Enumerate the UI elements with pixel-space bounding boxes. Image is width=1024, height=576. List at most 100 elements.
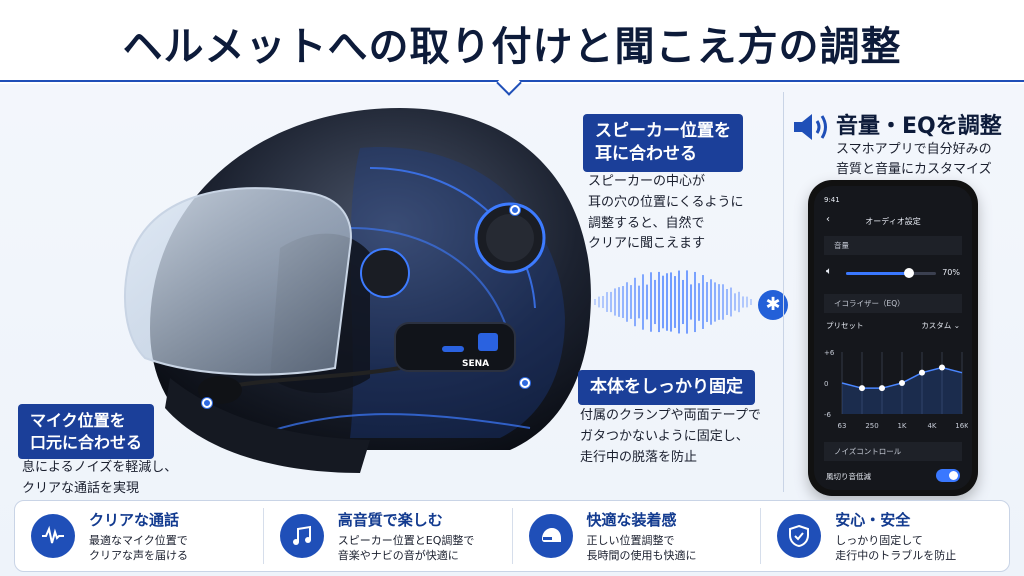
- speaker-callout-text: スピーカーの中心が 耳の穴の位置にくるように 調整すると、自然で クリアに聞こえ…: [588, 172, 743, 255]
- volume-slider-fill: [846, 272, 909, 275]
- phone-time: 9:41: [824, 196, 840, 204]
- feature-desc: スピーカー位置とEQ調整で 音楽やナビの音が快適に: [338, 533, 475, 564]
- wave-bar: [682, 279, 684, 325]
- wave-bar: [674, 276, 676, 328]
- eq-band-handle[interactable]: [939, 364, 945, 371]
- wave-bar: [698, 283, 700, 321]
- wave-bar: [722, 284, 724, 320]
- wave-bar: [662, 275, 664, 329]
- eq-y-label: -6: [824, 411, 832, 419]
- feature-desc: 正しい位置調整で 長時間の使用も快適に: [587, 533, 697, 564]
- preset-value: カスタム: [921, 321, 952, 330]
- speaker-text-line4: クリアに聞こえます: [588, 236, 706, 252]
- mount-text-line3: 走行中の脱落を防止: [580, 449, 698, 465]
- feature-desc-line2: 走行中のトラブルを防止: [835, 549, 957, 562]
- feature-desc-line1: スピーカー位置とEQ調整で: [337, 533, 475, 547]
- right-panel-divider: [783, 92, 784, 492]
- feature-desc-line2: 音楽やナビの音が快適に: [337, 549, 459, 562]
- feature-desc: 最適なマイク位置で クリアな声を届ける: [89, 533, 188, 564]
- wave-bar: [670, 272, 672, 332]
- wave-bar: [750, 299, 752, 305]
- eq-band-handle[interactable]: [899, 380, 905, 386]
- wave-bar: [638, 285, 640, 319]
- feature-item-high-quality: 高音質で楽しむ スピーカー位置とEQ調整で 音楽やナビの音が快適に: [264, 508, 513, 564]
- feature-item-clear-call: クリアな通話 最適なマイク位置で クリアな声を届ける: [15, 508, 264, 564]
- mount-callout-text: 付属のクランプや両面テープで ガタつかないように固定し、 走行中の脱落を防止: [580, 406, 761, 468]
- wave-bar: [610, 291, 612, 313]
- page-title: ヘルメットへの取り付けと聞こえ方の調整: [122, 24, 902, 70]
- wind-noise-toggle[interactable]: [936, 469, 960, 482]
- mount-callout-dot: [520, 378, 530, 388]
- chevron-down-icon: ⌄: [953, 321, 960, 330]
- wave-bar: [598, 296, 600, 308]
- mic-text-line2: クリアな通話を実現: [22, 480, 140, 496]
- wave-bar: [726, 289, 728, 315]
- eq-y-label: 0: [824, 380, 828, 388]
- wave-bar: [710, 279, 712, 325]
- wave-bar: [666, 273, 668, 331]
- feature-desc-line1: しっかり固定して: [835, 533, 923, 547]
- small-speaker-icon: 🔈︎: [826, 266, 832, 277]
- title-underline-right: [513, 80, 1024, 82]
- title-underline-left: [0, 80, 505, 82]
- wave-bar: [694, 271, 696, 333]
- right-panel-title: 音量・EQを調整: [836, 114, 1002, 139]
- eq-curve-area: [842, 367, 962, 414]
- shield-check-icon: [777, 514, 822, 558]
- wave-bar: [606, 292, 608, 312]
- phone-screen: 9:41 ‹ オーディオ設定 音量 🔈︎ 70% イコライザー（EQ） プリセッ…: [814, 186, 972, 490]
- wave-bar: [702, 275, 704, 329]
- eq-band-handle[interactable]: [859, 385, 865, 392]
- wave-bar: [706, 282, 708, 322]
- speaker-callout-label: スピーカー位置を 耳に合わせる: [583, 114, 743, 172]
- volume-section-header: 音量: [824, 236, 962, 255]
- sound-wave-graphic: [594, 270, 752, 334]
- wave-bar: [630, 285, 632, 319]
- volume-value: 70%: [942, 268, 960, 277]
- volume-slider[interactable]: [846, 268, 936, 278]
- speaker-volume-icon: [794, 114, 827, 140]
- wave-bar: [646, 284, 648, 320]
- mic-label-line1: マイク位置を: [30, 411, 126, 430]
- wave-bar: [658, 271, 660, 333]
- wave-bar: [602, 295, 604, 309]
- feature-item-safety: 安心・安全 しっかり固定して 走行中のトラブルを防止: [761, 508, 1009, 564]
- wave-bar: [714, 282, 716, 322]
- wave-bar: [642, 274, 644, 330]
- device-brand: SENA: [462, 359, 489, 369]
- volume-slider-knob[interactable]: [904, 268, 914, 278]
- feature-desc-line1: 最適なマイク位置で: [89, 533, 188, 547]
- mount-callout-label: 本体をしっかり固定: [578, 370, 755, 405]
- eq-section-header: イコライザー（EQ）: [824, 294, 962, 313]
- preset-dropdown[interactable]: カスタム ⌄: [921, 320, 960, 331]
- eq-band-label: 250: [865, 422, 878, 430]
- speaker-text-line3: 調整すると、自然で: [588, 215, 705, 231]
- wave-bar: [614, 288, 616, 316]
- mic-callout-dot: [202, 398, 212, 408]
- eq-band-label: 16K: [955, 422, 968, 430]
- eq-band-handle[interactable]: [919, 369, 925, 376]
- speaker-label-line1: スピーカー位置を: [595, 121, 731, 141]
- wave-bar: [650, 272, 652, 332]
- wave-bar: [618, 287, 620, 317]
- wave-bar: [594, 299, 596, 305]
- wave-bar: [654, 279, 656, 325]
- feature-desc-line2: クリアな声を届ける: [89, 549, 188, 562]
- wave-bar: [730, 287, 732, 317]
- mount-label: 本体をしっかり固定: [590, 377, 743, 397]
- wind-noise-label: 風切り音低減: [826, 472, 871, 481]
- eq-band-handle[interactable]: [879, 385, 885, 392]
- back-chevron-icon[interactable]: ‹: [826, 214, 830, 225]
- feature-desc-line1: 正しい位置調整で: [586, 533, 675, 547]
- feature-bar: クリアな通話 最適なマイク位置で クリアな声を届ける 高音質で楽しむ スピーカー…: [14, 500, 1010, 572]
- wave-bar: [738, 291, 740, 313]
- speaker-callout-dot: [510, 205, 520, 215]
- mic-label-line2: 口元に合わせる: [30, 432, 143, 452]
- eq-y-label: +6: [824, 349, 835, 357]
- mic-callout-text: 息によるノイズを軽減し、 クリアな通話を実現: [22, 458, 177, 500]
- mic-callout-label: マイク位置を 口元に合わせる: [18, 404, 155, 460]
- wave-bar: [622, 286, 624, 318]
- speaker-label-line2: 耳に合わせる: [595, 143, 697, 164]
- title-bar: ヘルメットへの取り付けと聞こえ方の調整: [0, 0, 1024, 84]
